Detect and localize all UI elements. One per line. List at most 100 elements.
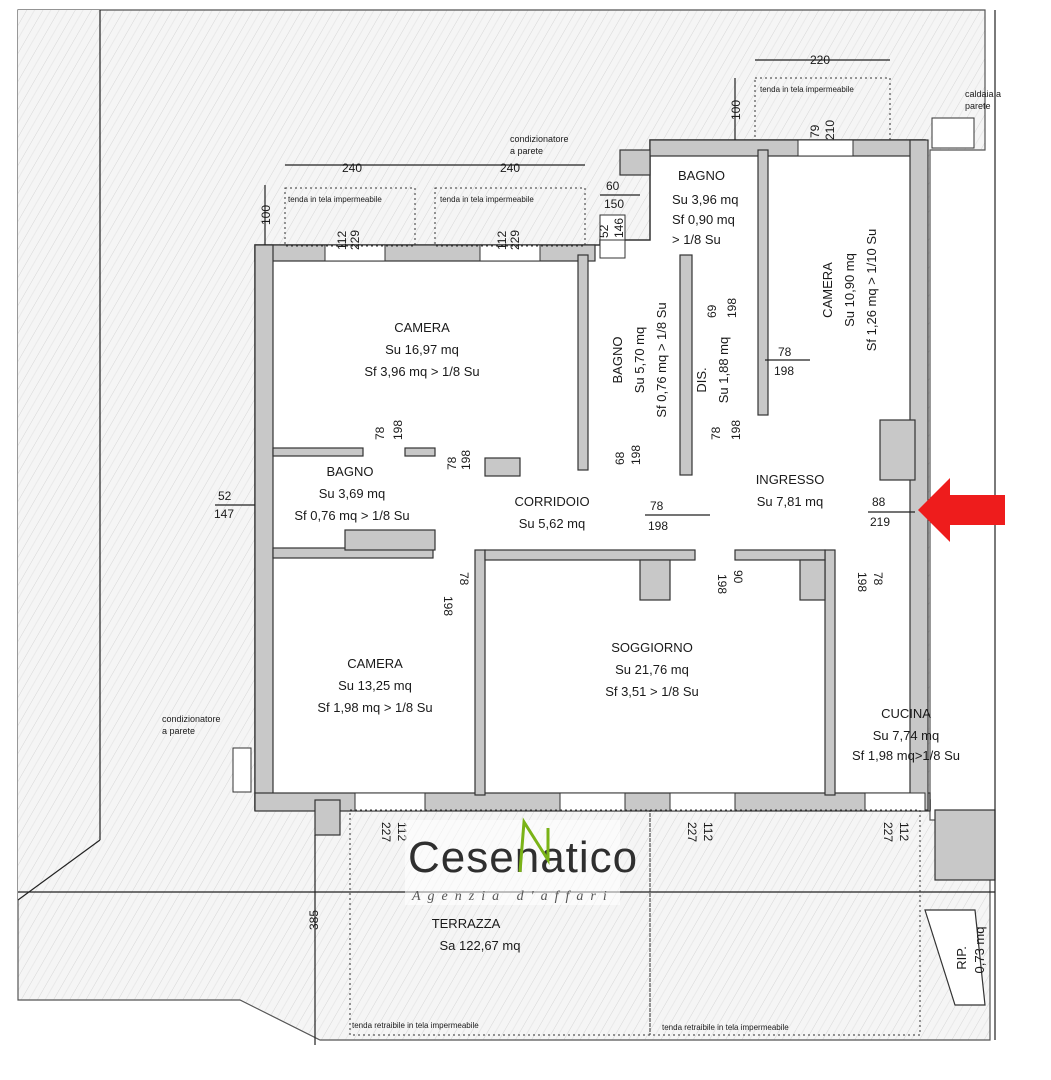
note-retractable-2: tenda retraibile in tela impermeabile [662, 1023, 789, 1032]
wall-camera-bagno [577, 254, 589, 471]
note-boiler-2: parete [965, 101, 991, 111]
dim-198-a: 198 [725, 298, 739, 318]
awning-box-2 [434, 187, 586, 247]
dim-78-d: 78 [445, 456, 459, 470]
room-camera-1-window: Sf 3,96 mq > 1/8 Su [364, 364, 479, 379]
window-1 [324, 244, 386, 262]
wall-bagno-top [272, 447, 364, 457]
dim-60: 60 [606, 179, 620, 193]
awning-box-5 [649, 809, 921, 1036]
room-camera-2-window: Sf 1,98 mq > 1/8 Su [317, 700, 432, 715]
dim-198-e: 198 [459, 450, 473, 470]
dim-198-j: 198 [855, 572, 869, 592]
dim-112-e: 112 [897, 822, 911, 841]
dim-229-a: 229 [348, 230, 362, 250]
dim-69: 69 [705, 304, 719, 318]
pillar-1 [639, 559, 671, 601]
room-corridoio-area: Su 5,62 mq [519, 516, 586, 531]
pillar-6 [934, 809, 996, 881]
wall-bagno-camera [757, 149, 769, 416]
window-5 [559, 792, 626, 812]
room-camera-2-area: Su 13,25 mq [338, 678, 412, 693]
dim-52-b: 52 [218, 489, 232, 503]
room-rip-area: 0,73 mq [972, 927, 987, 974]
awning-box-1 [284, 187, 416, 247]
room-camera-right-area: Su 10,90 mq [842, 253, 857, 327]
dim-68: 68 [613, 451, 627, 465]
wall-soggiorno-right [824, 549, 836, 796]
dim-198-d: 198 [391, 420, 405, 440]
wall-soggiorno-left [474, 549, 486, 796]
dim-88: 88 [872, 495, 886, 509]
entrance-arrow-icon [918, 478, 1005, 542]
wall-soggiorno-top [484, 549, 696, 561]
dim-100-a: 100 [259, 205, 273, 225]
dim-198-i: 198 [715, 574, 729, 594]
room-cucina-area: Su 7,74 mq [873, 728, 940, 743]
room-bagno-top-window: Sf 0,90 mq [672, 212, 735, 227]
dim-210: 210 [823, 120, 837, 140]
wall-bagno-dis [679, 254, 693, 476]
room-bagno-left-name: BAGNO [327, 464, 374, 479]
dim-146: 146 [612, 218, 626, 238]
dim-78-e: 78 [650, 499, 664, 513]
dim-112-b: 112 [495, 231, 509, 250]
logo-accent-icon [518, 817, 550, 873]
dim-227-b: 227 [685, 822, 699, 842]
dim-147: 147 [214, 507, 234, 521]
pillar-5 [879, 419, 916, 481]
window-8 [599, 239, 626, 259]
dim-78-f: 78 [457, 572, 471, 586]
pillar-4 [344, 529, 436, 551]
room-corridoio-name: CORRIDOIO [514, 494, 589, 509]
boiler [931, 117, 975, 149]
dim-78-c: 78 [373, 426, 387, 440]
dim-198-g: 198 [648, 519, 668, 533]
pillar-3 [484, 457, 521, 477]
room-bagno-mid-name: BAGNO [610, 337, 625, 384]
ac-unit-left [232, 747, 252, 793]
note-awning-3: tenda in tela impermeabile [760, 85, 854, 94]
dim-219: 219 [870, 515, 890, 529]
dim-227-c: 227 [881, 822, 895, 842]
room-rip-name: RIP. [954, 946, 969, 970]
window-4 [354, 792, 426, 812]
room-camera-right-window: Sf 1,26 mq > 1/10 Su [864, 229, 879, 352]
dim-198-b: 198 [729, 420, 743, 440]
dim-100-b: 100 [729, 100, 743, 120]
dim-198-f: 198 [629, 445, 643, 465]
window-2 [479, 244, 541, 262]
note-ac-top-1: condizionatore [510, 134, 569, 144]
wall-soggiorno-top-2 [734, 549, 826, 561]
dim-78-a: 78 [709, 426, 723, 440]
dim-78-b: 78 [778, 345, 792, 359]
room-soggiorno-window: Sf 3,51 > 1/8 Su [605, 684, 699, 699]
wall-top-right [649, 139, 926, 157]
dim-227-a: 227 [379, 822, 393, 842]
room-ingresso-area: Su 7,81 mq [757, 494, 824, 509]
dim-112-d: 112 [701, 822, 715, 841]
storage-room [924, 909, 986, 1006]
awning-box-4 [349, 809, 651, 1036]
dim-240-a: 240 [342, 161, 362, 175]
room-bagno-mid-window: Sf 0,76 mq > 1/8 Su [654, 302, 669, 417]
agency-logo: Cesenatico Agenzia d'affari [405, 817, 637, 905]
dim-385: 385 [307, 910, 321, 930]
note-awning-2: tenda in tela impermeabile [440, 195, 534, 204]
dim-198-h: 198 [441, 596, 455, 616]
boundary-line [17, 839, 101, 901]
ac-unit-top [599, 214, 626, 241]
awning-box-3 [754, 77, 891, 141]
room-camera-1-name: CAMERA [394, 320, 450, 335]
wall-left [254, 244, 274, 811]
wall-top-left [254, 244, 596, 262]
room-bagno-left-area: Su 3,69 mq [319, 486, 386, 501]
room-terrazza-area: Sa 122,67 mq [440, 938, 521, 953]
note-ac-left-1: condizionatore [162, 714, 221, 724]
wall-bagno-top-2 [404, 447, 436, 457]
room-dis-area: Su 1,88 mq [716, 337, 731, 404]
pillar-7 [314, 799, 341, 836]
dim-229-b: 229 [508, 230, 522, 250]
dim-79: 79 [808, 124, 822, 138]
